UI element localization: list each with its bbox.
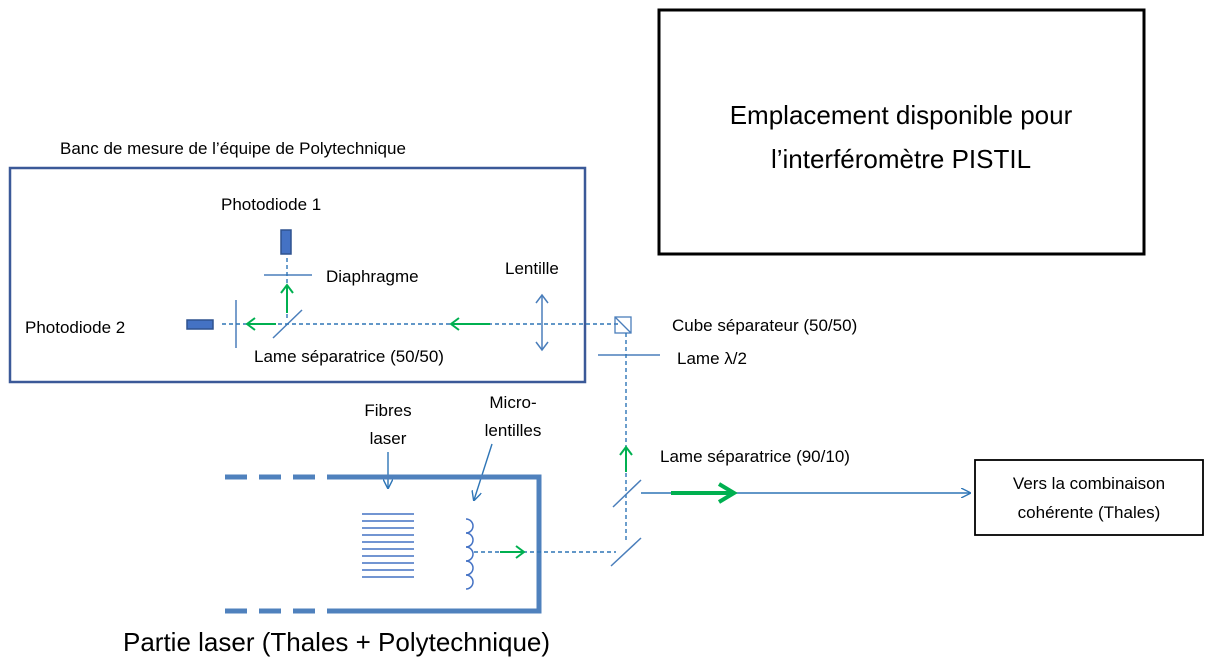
diaphragm-label: Diaphragme bbox=[326, 267, 419, 286]
splitter-90-10 bbox=[612, 479, 642, 508]
green-arrow-right-bold bbox=[671, 482, 738, 504]
lens-arrowhead-bottom bbox=[535, 341, 549, 352]
splitter-90-10-label: Lame séparatrice (90/10) bbox=[660, 447, 850, 466]
laser-enclosure bbox=[327, 474, 542, 614]
beamsplitter-label: Lame séparatrice (50/50) bbox=[254, 347, 444, 366]
green-arrow-up bbox=[280, 283, 294, 313]
micro-label-line1: Micro- bbox=[489, 393, 536, 412]
lens-arrowhead-top bbox=[535, 293, 549, 304]
output-box-line1: Vers la combinaison bbox=[1013, 474, 1165, 493]
photodiode-2 bbox=[186, 319, 214, 330]
green-arrow-up-right bbox=[619, 445, 633, 472]
halfwave-label: Lame λ/2 bbox=[677, 349, 747, 368]
bench-title: Banc de mesure de l’équipe de Polytechni… bbox=[60, 139, 406, 158]
green-arrow-right-small bbox=[500, 545, 526, 559]
cube-splitter-label: Cube séparateur (50/50) bbox=[672, 316, 857, 335]
cube-splitter-diagonal bbox=[614, 316, 632, 334]
micro-label-line2: lentilles bbox=[485, 421, 542, 440]
micro-lenses-pointer bbox=[474, 443, 493, 500]
lens-label: Lentille bbox=[505, 259, 559, 278]
laser-part-label: Partie laser (Thales + Polytechnique) bbox=[123, 627, 550, 657]
photodiode-2-label: Photodiode 2 bbox=[25, 318, 125, 337]
output-box bbox=[974, 459, 1204, 536]
fold-mirror bbox=[610, 537, 642, 567]
output-box-line2: cohérente (Thales) bbox=[1018, 503, 1161, 522]
fibres-label-line1: Fibres bbox=[364, 401, 411, 420]
pistil-box bbox=[657, 8, 1146, 256]
fibres-label-line2: laser bbox=[370, 429, 407, 448]
green-arrow-left-1 bbox=[245, 317, 276, 331]
pistil-box-text-line2: l’interféromètre PISTIL bbox=[771, 144, 1031, 174]
fibre-array bbox=[362, 513, 414, 578]
photodiode-1-label: Photodiode 1 bbox=[221, 195, 321, 214]
green-arrow-left-2 bbox=[449, 317, 490, 331]
photodiode-1 bbox=[280, 229, 292, 255]
micro-lens-array bbox=[465, 518, 474, 590]
pistil-box-text-line1: Emplacement disponible pour bbox=[730, 100, 1073, 130]
bench-box bbox=[8, 166, 587, 384]
cube-splitter bbox=[614, 316, 632, 334]
